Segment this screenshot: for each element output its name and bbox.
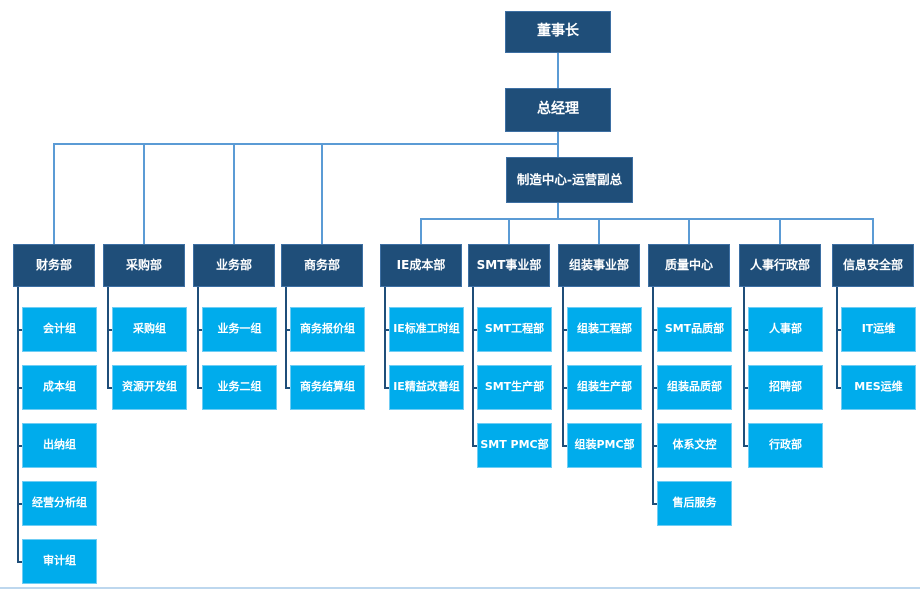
connector-line [321,143,323,244]
connector-stub [107,329,112,331]
team-box: MES运维 [841,365,916,410]
dept-box: 业务部 [193,244,275,287]
connector-stub [652,503,657,505]
connector-stub [562,387,567,389]
connector-trunk [17,287,19,562]
dept-box: 信息安全部 [832,244,914,287]
team-box: 人事部 [748,307,823,352]
team-box: 资源开发组 [112,365,187,410]
team-box: 业务二组 [202,365,277,410]
team-box: 经营分析组 [22,481,97,526]
connector-trunk [652,287,654,504]
dept-box: 组装事业部 [558,244,640,287]
team-box: 体系文控 [657,423,732,468]
team-box: IE精益改善组 [389,365,464,410]
connector-stub [472,387,477,389]
connector-trunk [562,287,564,446]
connector-line [420,218,874,220]
connector-stub [472,445,477,447]
team-box: SMT品质部 [657,307,732,352]
connector-stub [17,445,22,447]
team-box: SMT工程部 [477,307,552,352]
team-box: 组装工程部 [567,307,642,352]
dept-box: IE成本部 [380,244,462,287]
connector-line [688,218,690,244]
connector-line [233,143,235,244]
connector-stub [285,387,290,389]
connector-stub [652,445,657,447]
connector-stub [743,445,748,447]
connector-trunk [836,287,838,388]
connector-stub [285,329,290,331]
connector-stub [17,329,22,331]
team-box: IE标准工时组 [389,307,464,352]
node-chairman: 董事长 [505,11,611,53]
connector-stub [384,329,389,331]
team-box: 组装品质部 [657,365,732,410]
connector-trunk [472,287,474,446]
team-box: 行政部 [748,423,823,468]
connector-line [557,53,559,88]
connector-line [420,218,422,244]
team-box: SMT PMC部 [477,423,552,468]
connector-stub [836,387,841,389]
dept-box: 质量中心 [648,244,730,287]
connector-line [598,218,600,244]
connector-stub [107,387,112,389]
node-operations-vp: 制造中心-运营副总 [506,157,633,203]
connector-stub [384,387,389,389]
connector-trunk [107,287,109,388]
dept-box: 人事行政部 [739,244,821,287]
connector-stub [743,387,748,389]
connector-stub [562,445,567,447]
dept-box: SMT事业部 [468,244,550,287]
team-box: 成本组 [22,365,97,410]
connector-stub [652,329,657,331]
connector-line [143,143,145,244]
team-box: 招聘部 [748,365,823,410]
connector-stub [743,329,748,331]
team-box: 业务一组 [202,307,277,352]
connector-trunk [285,287,287,388]
team-box: 审计组 [22,539,97,584]
connector-trunk [743,287,745,446]
team-box: 采购组 [112,307,187,352]
connector-stub [836,329,841,331]
connector-stub [17,503,22,505]
connector-line [53,143,559,145]
team-box: 出纳组 [22,423,97,468]
team-box: 商务结算组 [290,365,365,410]
team-box: 售后服务 [657,481,732,526]
connector-stub [652,387,657,389]
dept-box: 采购部 [103,244,185,287]
connector-stub [472,329,477,331]
team-box: SMT生产部 [477,365,552,410]
connector-trunk [384,287,386,388]
connector-stub [197,329,202,331]
team-box: 会计组 [22,307,97,352]
bottom-border-line [0,587,920,589]
connector-line [557,203,559,218]
connector-stub [17,561,22,563]
connector-stub [562,329,567,331]
connector-trunk [197,287,199,388]
connector-line [508,218,510,244]
connector-line [53,143,55,244]
team-box: 商务报价组 [290,307,365,352]
connector-line [779,218,781,244]
connector-line [872,218,874,244]
dept-box: 商务部 [281,244,363,287]
connector-stub [17,387,22,389]
team-box: 组装PMC部 [567,423,642,468]
node-general-manager: 总经理 [505,88,611,132]
connector-stub [197,387,202,389]
team-box: 组装生产部 [567,365,642,410]
team-box: IT运维 [841,307,916,352]
dept-box: 财务部 [13,244,95,287]
